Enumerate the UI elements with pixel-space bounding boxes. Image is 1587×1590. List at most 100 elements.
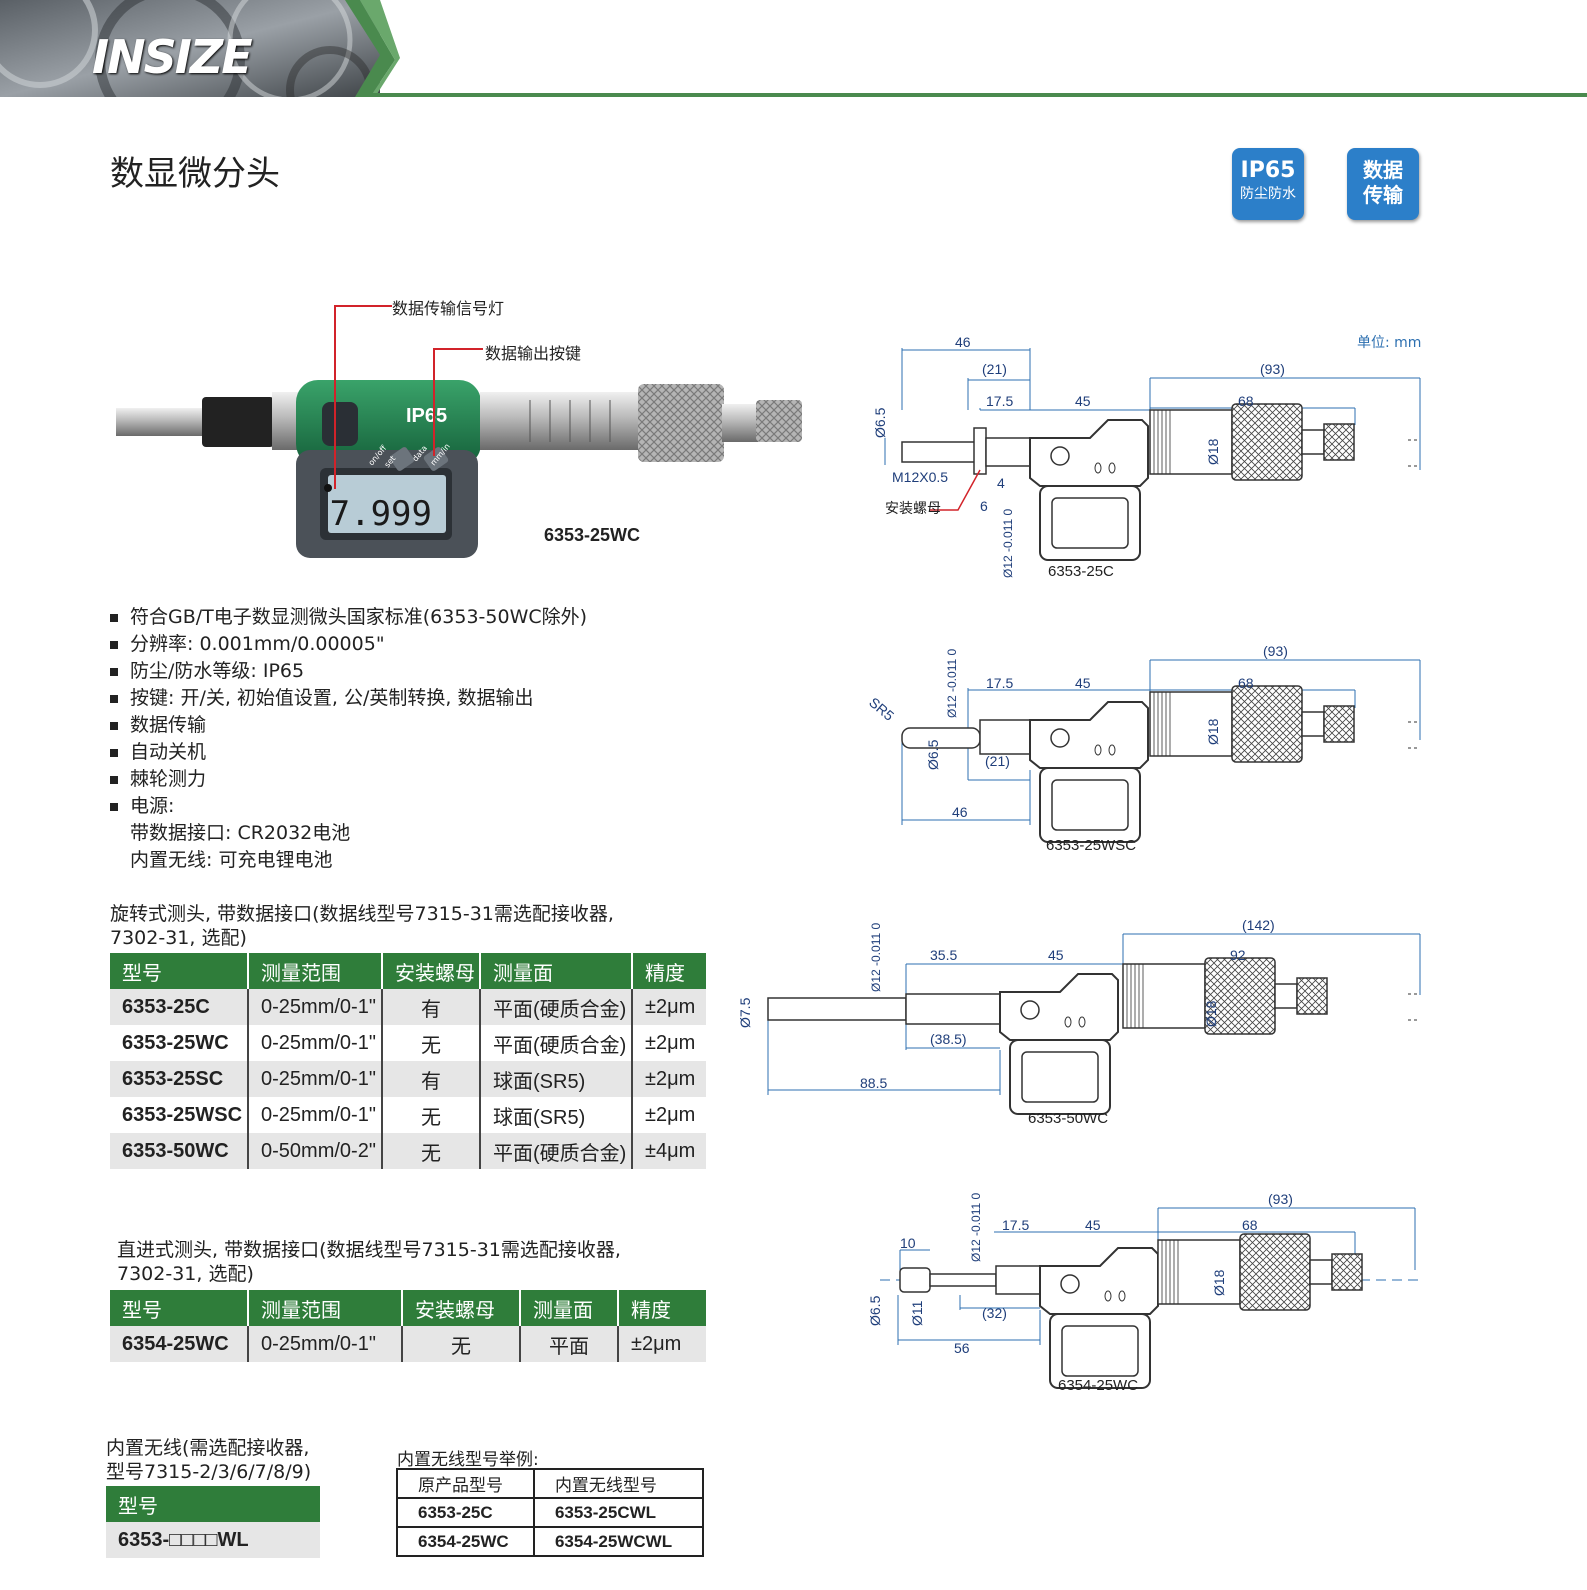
cell-range: 0-25mm/0-1" (248, 989, 383, 1025)
power-sub-item: 内置无线: 可充电锂电池 (130, 849, 333, 871)
table2-header: 测量面 (520, 1290, 619, 1326)
feature-item: 自动关机 (110, 739, 587, 766)
device-ip65-label: IP65 (406, 405, 447, 427)
table-row: 6354-25WC 6354-25WCWL (396, 1526, 705, 1557)
example-cell: 6354-25WCWL (532, 1526, 705, 1557)
dim-d4-45: 45 (1085, 1217, 1101, 1233)
dim-d1-phi6-5: Ø6.5 (872, 407, 888, 438)
table2-caption-line1: 直进式测头, 带数据接口(数据线型号7315-31需选配接收器, (117, 1239, 621, 1261)
lcd-reading: 7.999 (330, 494, 432, 534)
dim-d4-32: (32) (982, 1305, 1007, 1321)
badge-data-line2: 传输 (1363, 183, 1403, 207)
cell-nut: 无 (382, 1025, 481, 1061)
wireless-table: 型号 6353-□□□□WL (106, 1486, 320, 1558)
dim-d1-6: 6 (980, 498, 988, 514)
spec-table-straight: 型号 测量范围 安装螺母 测量面 精度 6354-25WC 0-25mm/0-1… (110, 1290, 706, 1362)
dim-d4-93: (93) (1268, 1191, 1293, 1207)
dim-d4-phi12: Ø12 -0.011 0 (969, 1193, 983, 1262)
cell-accuracy: ±2μm (632, 989, 706, 1025)
cell-model: 6353-25WC (110, 1025, 249, 1061)
feature-item: 分辨率: 0.001mm/0.00005" (110, 631, 587, 658)
table1-caption-line2: 7302-31, 选配) (110, 927, 247, 949)
data-transfer-badge: 数据传输 (1347, 148, 1419, 220)
table1-caption-line1: 旋转式测头, 带数据接口(数据线型号7315-31需选配接收器, (110, 903, 614, 925)
table-row: 6353-25SC 0-25mm/0-1" 有 球面(SR5) ±2μm (110, 1061, 706, 1097)
unit-label: 单位: mm (1357, 335, 1422, 351)
dim-d1-45: 45 (1075, 393, 1091, 409)
dim-d2-21: (21) (985, 753, 1010, 769)
cell-model: 6353-25WSC (110, 1097, 249, 1133)
cell-face: 平面(硬质合金) (480, 989, 633, 1025)
drawing-label-d1: 6353-25C (1048, 563, 1114, 580)
wireless-header: 型号 (106, 1486, 320, 1522)
brand-logo: INSIZE (92, 30, 253, 84)
table2-header: 测量范围 (248, 1290, 403, 1326)
feature-item: 数据传输 (110, 712, 587, 739)
feature-item: 电源: (110, 793, 587, 820)
dim-d2-phi6-5: Ø6.5 (925, 739, 941, 770)
table-row: 6354-25WC 0-25mm/0-1" 无 平面 ±2μm (110, 1326, 706, 1362)
dim-d1-4: 4 (997, 475, 1005, 491)
badge-data-line1: 数据 (1363, 158, 1403, 182)
dim-d1-93: (93) (1260, 361, 1285, 377)
table1-caption: 旋转式测头, 带数据接口(数据线型号7315-31需选配接收器, 7302-31… (110, 902, 614, 950)
dim-d1-21: (21) (982, 361, 1007, 377)
table2-header: 型号 (110, 1290, 249, 1326)
callout-led-line (334, 305, 392, 307)
cell-face: 平面(硬质合金) (480, 1025, 633, 1061)
header-rule (370, 93, 1587, 97)
header-banner-image (0, 0, 400, 97)
table1-header: 测量面 (480, 953, 633, 989)
table1-header: 测量范围 (248, 953, 383, 989)
dim-d3-phi7-5: Ø7.5 (737, 997, 753, 1028)
dim-d3-92: 92 (1230, 947, 1246, 963)
cell-face: 平面(硬质合金) (480, 1133, 633, 1169)
example-cell: 6354-25WC (396, 1526, 535, 1557)
callout-button-line (433, 348, 483, 350)
callout-led-label: 数据传输信号灯 (392, 299, 505, 318)
dim-d3-38-5: (38.5) (930, 1031, 967, 1047)
dim-d1-thread: M12X0.5 (892, 469, 948, 485)
cell-face: 平面 (520, 1326, 619, 1362)
cell-model: 6353-50WC (110, 1133, 249, 1169)
example-cell: 6353-25CWL (532, 1497, 705, 1528)
cell-accuracy: ±2μm (632, 1097, 706, 1133)
table1-header: 安装螺母 (382, 953, 481, 989)
cell-accuracy: ±4μm (632, 1133, 706, 1169)
drawing-6353-25C: 46 (21) 17.5 45 68 (93) Ø6.5 M12X0.5 4 6… (872, 334, 1421, 580)
dim-d3-35-5: 35.5 (930, 947, 957, 963)
dim-d1-68: 68 (1238, 393, 1254, 409)
callout-led-stem (334, 305, 336, 489)
cell-nut: 有 (382, 989, 481, 1025)
cell-model: 6354-25WC (110, 1326, 249, 1362)
dim-d1-nut-label: 安装螺母 (885, 500, 941, 516)
dim-d2-phi18: Ø18 (1205, 718, 1221, 745)
cell-accuracy: ±2μm (632, 1025, 706, 1061)
dim-d2-93: (93) (1263, 643, 1288, 659)
drawing-label-d2: 6353-25WSC (1046, 837, 1136, 854)
cell-accuracy: ±2μm (632, 1061, 706, 1097)
dim-d1-46: 46 (955, 334, 971, 350)
cell-nut: 无 (382, 1133, 481, 1169)
drawing-6354-25WC: (93) 10 17.5 45 68 Ø12 -0.011 0 Ø6.5 Ø11… (867, 1191, 1420, 1394)
cell-nut: 无 (402, 1326, 521, 1362)
cell-range: 0-25mm/0-1" (248, 1061, 383, 1097)
dim-d4-phi6-5: Ø6.5 (867, 1295, 883, 1326)
table2-header: 精度 (618, 1290, 706, 1326)
cell-nut: 有 (382, 1061, 481, 1097)
photo-model-label: 6353-25WC (544, 525, 641, 545)
dim-d3-142: (142) (1242, 917, 1275, 933)
table-row: 6353-50WC 0-50mm/0-2" 无 平面(硬质合金) ±4μm (110, 1133, 706, 1169)
wireless-example-table: 原产品型号 内置无线型号 6353-25C 6353-25CWL 6354-25… (396, 1468, 705, 1557)
ip65-badge: IP65 防尘防水 (1232, 148, 1304, 220)
cell-face: 球面(SR5) (480, 1061, 633, 1097)
table2-header: 安装螺母 (402, 1290, 521, 1326)
feature-list: 符合GB/T电子数显测微头国家标准(6353-50WC除外) 分辨率: 0.00… (110, 604, 587, 874)
table-row: 6353-25WSC 0-25mm/0-1" 无 球面(SR5) ±2μm (110, 1097, 706, 1133)
feature-item: 防尘/防水等级: IP65 (110, 658, 587, 685)
spec-table-rotary: 型号 测量范围 安装螺母 测量面 精度 6353-25C 0-25mm/0-1"… (110, 953, 706, 1169)
dim-d4-17-5: 17.5 (1002, 1217, 1029, 1233)
example-cell: 6353-25C (396, 1497, 535, 1528)
dim-d3-88-5: 88.5 (860, 1075, 887, 1091)
dim-d4-68: 68 (1242, 1217, 1258, 1233)
